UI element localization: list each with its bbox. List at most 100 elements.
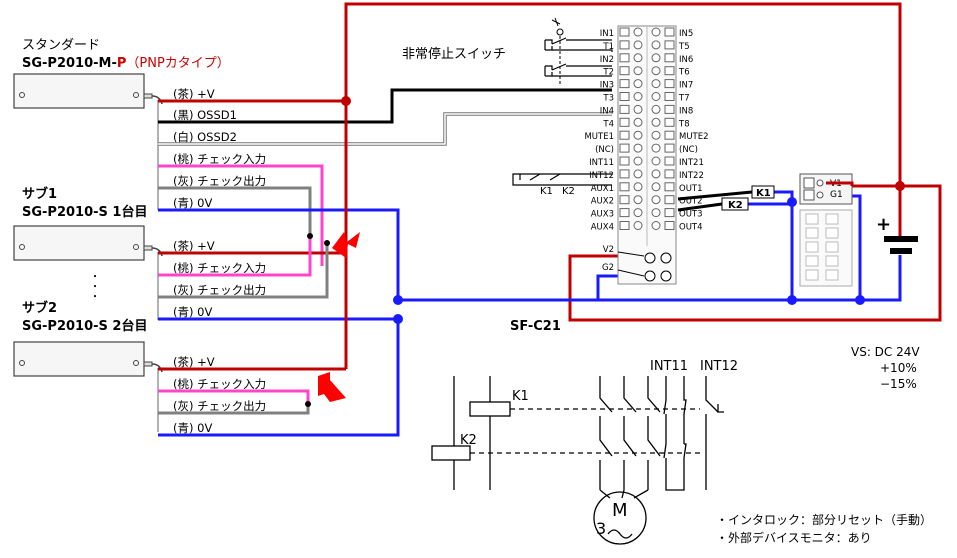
ellipsis-2: ・ [90, 282, 100, 293]
terminal-label-nc: (NC) [679, 145, 698, 155]
terminal-hole [651, 40, 661, 50]
terminal-screw [664, 169, 675, 179]
terminal-screw [664, 79, 675, 89]
wire-labels: (茶) +V (黒) OSSD1 (白) OSSD2 (桃) チェック入力 (灰… [173, 87, 266, 435]
terminal-hole [651, 130, 661, 140]
terminal-hole [651, 143, 661, 153]
svg-text:・外部デバイスモニタ：あり: ・外部デバイスモニタ：あり [716, 530, 872, 545]
terminal-hole [651, 195, 661, 205]
svg-text:(青) 0V: (青) 0V [173, 421, 212, 435]
svg-text:3: 3 [596, 519, 606, 538]
notes: ・インタロック：部分リセット（手動） ・外部デバイスモニタ：あり [716, 512, 932, 545]
terminal-hole [651, 27, 661, 37]
svg-text:M: M [612, 500, 628, 521]
terminal-hole [633, 221, 643, 230]
svg-text:G1: G1 [830, 190, 843, 200]
terminal-screw [619, 53, 630, 63]
terminal-label-in4: IN4 [600, 106, 614, 116]
sub2-model: SG-P2010-S 2台目 [22, 318, 147, 334]
svg-text:(桃) チェック入力: (桃) チェック入力 [173, 152, 266, 166]
terminal-hole [633, 117, 643, 127]
terminal-hole [651, 117, 661, 127]
battery-plus: + [876, 214, 891, 235]
terminal-screw [664, 104, 675, 114]
svg-text:(灰) チェック出力: (灰) チェック出力 [173, 174, 266, 188]
terminal-label-mute2: MUTE2 [679, 132, 709, 142]
svg-text:VS: DC 24V: VS: DC 24V [851, 345, 920, 359]
terminal-hole [651, 79, 661, 89]
svg-text:(桃) チェック入力: (桃) チェック入力 [173, 261, 266, 275]
terminal-hole [633, 182, 643, 192]
terminal-label-t1: T1 [602, 42, 614, 52]
motor-circuit [431, 376, 724, 545]
terminal-label-aux1: AUX1 [591, 184, 614, 194]
terminal-screw [619, 117, 630, 127]
terminal-screw [619, 221, 630, 230]
ellipsis-3: ・ [90, 292, 100, 303]
terminal-label-t5: T5 [678, 42, 690, 52]
terminal-label-int12: INT12 [589, 171, 614, 181]
terminal-hole [633, 156, 643, 166]
terminal-label-v2: V2 [603, 245, 614, 255]
out1-relay-label: K1 [756, 188, 771, 199]
terminal-label-aux4: AUX4 [591, 223, 614, 233]
out2-relay-label: K2 [728, 200, 743, 211]
svg-text:(黒) OSSD1: (黒) OSSD1 [173, 108, 237, 122]
terminal-screw [619, 169, 630, 179]
terminal-label-in8: IN8 [679, 106, 693, 116]
terminal-screw [619, 104, 630, 114]
terminal-screw [619, 130, 630, 140]
terminal-hole [633, 208, 643, 218]
terminal-label-out1: OUT1 [679, 184, 703, 194]
terminal-hole [633, 66, 643, 76]
terminal-screw [619, 143, 630, 153]
ellipsis-1: ・ [90, 272, 100, 283]
svg-text:INT12: INT12 [700, 359, 738, 374]
terminal-hole [633, 53, 643, 63]
int-k1-label: K1 [540, 186, 553, 197]
svg-text:(白) OSSD2: (白) OSSD2 [173, 130, 237, 144]
standard-model: SG-P2010-M-P（PNPカタイプ） [22, 56, 230, 71]
terminal-hole [633, 143, 643, 153]
sub1-title: サブ1 [22, 186, 57, 202]
terminal-screw [664, 27, 675, 37]
terminal-hole [651, 66, 661, 76]
terminal-screw [619, 92, 630, 101]
terminal-hole [633, 27, 643, 37]
terminal-hole [651, 104, 661, 114]
terminal-label-out2: OUT2 [679, 197, 703, 207]
terminal-label-in1: IN1 [600, 29, 614, 39]
standard-sensor: スタンダード SG-P2010-M-P（PNPカタイプ） [13, 38, 230, 109]
terminal-label-out4: OUT4 [679, 223, 703, 233]
int-k2-label: K2 [562, 186, 575, 197]
svg-text:INT11: INT11 [650, 359, 688, 374]
power-spec: VS: DC 24V +10% −15% [851, 345, 920, 391]
standard-title: スタンダード [22, 38, 100, 53]
int-relay-contacts [512, 173, 612, 186]
terminal-screw [619, 156, 630, 166]
terminal-label-aux2: AUX2 [591, 197, 614, 207]
terminal-label-out3: OUT3 [679, 210, 703, 220]
terminal-screw [664, 92, 675, 101]
terminal-hole [633, 40, 643, 50]
svg-text:−15%: −15% [880, 377, 917, 391]
terminal-screw [619, 79, 630, 89]
controller-terminals: IN1T1IN2T2IN3T3IN4T4MUTE1(NC)INT11INT12A… [584, 27, 709, 277]
terminal-label-nc: (NC) [595, 145, 614, 155]
terminal-hole [651, 208, 661, 218]
terminal-label-t4: T4 [602, 119, 614, 129]
terminal-hole [633, 79, 643, 89]
terminal-screw [664, 143, 675, 153]
terminal-hole [651, 169, 661, 179]
terminal-screw [664, 66, 675, 76]
terminal-hole [651, 182, 661, 192]
terminal-screw [619, 40, 630, 50]
terminal-hole [633, 169, 643, 179]
svg-text:K1: K1 [512, 389, 529, 404]
terminal-screw [619, 66, 630, 76]
terminal-hole [651, 92, 661, 101]
terminal-label-g2: G2 [602, 263, 614, 273]
svg-text:(灰) チェック出力: (灰) チェック出力 [173, 399, 266, 413]
